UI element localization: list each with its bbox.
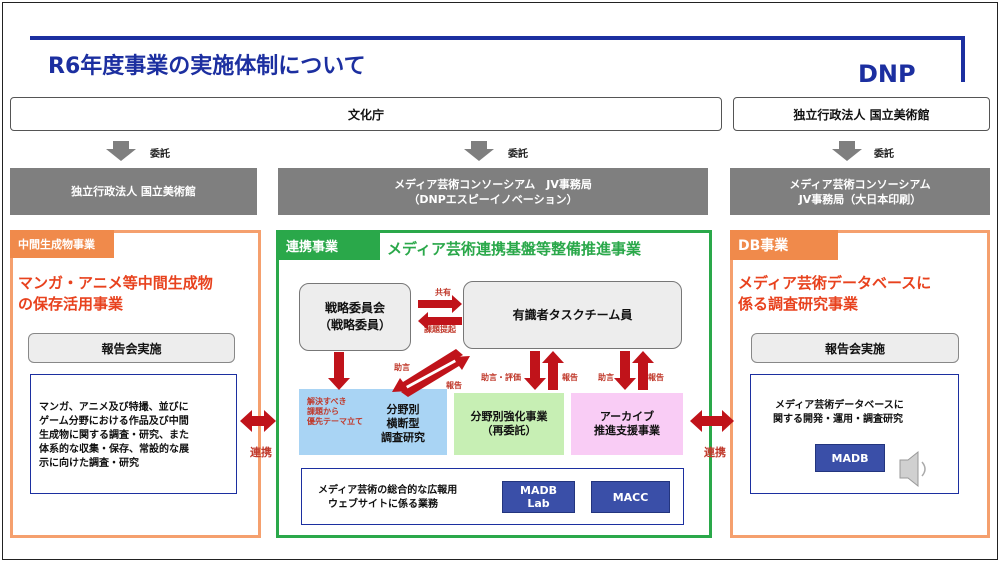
issue-label: 課題提起	[424, 325, 456, 334]
contractor-left-label: 独立行政法人 国立美術館	[71, 185, 196, 198]
field-enhancement-line1: 分野別強化事業	[470, 410, 548, 423]
macc-button[interactable]: MACC	[591, 481, 670, 513]
advice-eval-label: 助言・評価	[481, 373, 521, 382]
field-enhancement-line2: （再委託）	[481, 424, 537, 437]
commission-label-center: 委託	[508, 149, 528, 160]
report-label: 報告	[446, 381, 462, 390]
db-heading-line1: メディア芸術データベースに	[738, 274, 932, 292]
field-report-arrow	[542, 351, 564, 390]
website-line2: ウェブサイトに係る業務	[328, 499, 438, 510]
db-description-line1: メディア芸術データベースに	[775, 400, 904, 411]
strategy-down-arrow	[328, 352, 350, 390]
contractor-right: メディア芸術コンソーシアム JV事務局（大日本印刷）	[730, 168, 990, 215]
agency-box: 文化庁	[10, 97, 722, 131]
cross-lines-line: 調査研究	[381, 431, 425, 444]
issue-arrow	[418, 312, 462, 330]
report-label-2: 報告	[562, 373, 578, 382]
diagonal-advice-arrow	[392, 349, 463, 392]
advice-label: 助言	[394, 363, 410, 372]
db-report-box: 報告会実施	[751, 333, 959, 363]
advice-label-2: 助言	[598, 373, 614, 382]
task-team-box: 有識者タスクチーム員	[463, 281, 682, 349]
field-enhancement-box: 分野別強化事業 （再委託）	[454, 393, 564, 455]
cross-note-line: 優先テーマ立て	[307, 417, 363, 426]
museum-box: 独立行政法人 国立美術館	[733, 97, 990, 131]
strategy-committee-box: 戦略委員会 （戦略委員）	[299, 283, 411, 351]
link-label-left: 連携	[250, 446, 272, 459]
speaker-icon[interactable]	[899, 450, 926, 488]
intermediate-heading-line1: マンガ・アニメ等中間生成物	[18, 274, 213, 292]
cross-research-note: 解決すべき課題から優先テーマ立て	[307, 397, 363, 427]
left-body-line: ゲーム分野における作品及び中間	[39, 416, 189, 427]
contractor-right-line2: JV事務局（大日本印刷）	[798, 192, 922, 206]
report-label-3: 報告	[648, 373, 664, 382]
cross-research-box: 解決すべき課題から優先テーマ立て 分野別横断型調査研究	[299, 389, 447, 455]
cross-note-line: 解決すべき	[307, 397, 347, 406]
diagonal-report-arrow	[401, 356, 470, 397]
left-body-line: 示に向けた調査・研究	[39, 458, 139, 469]
db-heading-line2: 係る調査研究事業	[738, 295, 859, 313]
website-line1: メディア芸術の総合的な広報用	[318, 485, 458, 496]
madb-button[interactable]: MADB	[815, 444, 885, 472]
madb-lab-line2: Lab	[527, 497, 550, 510]
intermediate-report-box: 報告会実施	[28, 333, 235, 363]
archive-support-line1: アーカイブ	[599, 410, 655, 423]
archive-support-line2: 推進支援事業	[594, 424, 660, 437]
db-description-line2: 関する開発・運用・調査研究	[773, 414, 903, 425]
cross-research-label: 分野別横断型調査研究	[381, 403, 425, 445]
contractor-center-line2: （DNPエスピーイノベーション）	[408, 192, 578, 206]
dnp-logo: DNP	[858, 60, 916, 88]
contractor-center: メディア芸術コンソーシアム JV事務局 （DNPエスピーイノベーション）	[278, 168, 708, 215]
madb-lab-line1: MADB	[520, 484, 557, 497]
archive-advice-arrow	[614, 351, 636, 390]
strategy-committee-line2: （戦略委員）	[318, 318, 391, 332]
intermediate-description-box: マンガ、アニメ及び特撮、並びにゲーム分野における作品及び中間生成物に関する調査・…	[30, 374, 237, 494]
cross-note-line: 課題から	[307, 407, 339, 416]
cross-lines-line: 分野別	[386, 403, 420, 416]
intermediate-tab: 中間生成物事業	[10, 230, 114, 258]
collaboration-tab: 連携事業	[276, 230, 380, 260]
left-body-line: 生成物に関する調査・研究、また	[39, 430, 189, 441]
field-advice-arrow	[524, 351, 546, 390]
commission-label-right: 委託	[874, 149, 894, 160]
link-label-right: 連携	[704, 446, 726, 459]
contractor-center-line1: メディア芸術コンソーシアム JV事務局	[394, 177, 592, 191]
cross-lines-line: 横断型	[386, 417, 420, 430]
madb-lab-button[interactable]: MADB Lab	[502, 481, 575, 513]
collaboration-heading: メディア芸術連携基盤等整備推進事業	[387, 240, 641, 258]
left-body-line: マンガ、アニメ及び特撮、並びに	[39, 402, 189, 413]
commission-arrow-center	[464, 141, 494, 161]
commission-arrow-right	[832, 141, 862, 161]
share-arrow	[418, 295, 462, 313]
link-arrow-left	[240, 410, 276, 432]
title-rule	[30, 36, 965, 40]
intermediate-description-text: マンガ、アニメ及び特撮、並びにゲーム分野における作品及び中間生成物に関する調査・…	[31, 375, 236, 471]
left-body-line: 体系的な収集・保存、常設的な展	[39, 444, 189, 455]
strategy-committee-line1: 戦略委員会	[324, 301, 385, 315]
commission-label-left: 委託	[150, 149, 170, 160]
share-label: 共有	[435, 288, 451, 297]
contractor-right-line1: メディア芸術コンソーシアム	[789, 177, 931, 191]
archive-support-box: アーカイブ 推進支援事業	[571, 393, 683, 455]
page-title: R6年度事業の実施体制について	[48, 54, 366, 79]
archive-report-arrow	[632, 351, 654, 390]
title-rule-vertical	[961, 36, 965, 82]
commission-arrow-left	[106, 141, 136, 161]
db-tab: DB事業	[730, 230, 838, 260]
link-arrow-right	[690, 410, 734, 432]
contractor-left: 独立行政法人 国立美術館	[10, 168, 257, 215]
task-team-label: 有識者タスクチーム員	[512, 307, 633, 322]
intermediate-heading-line2: の保存活用事業	[18, 295, 124, 313]
